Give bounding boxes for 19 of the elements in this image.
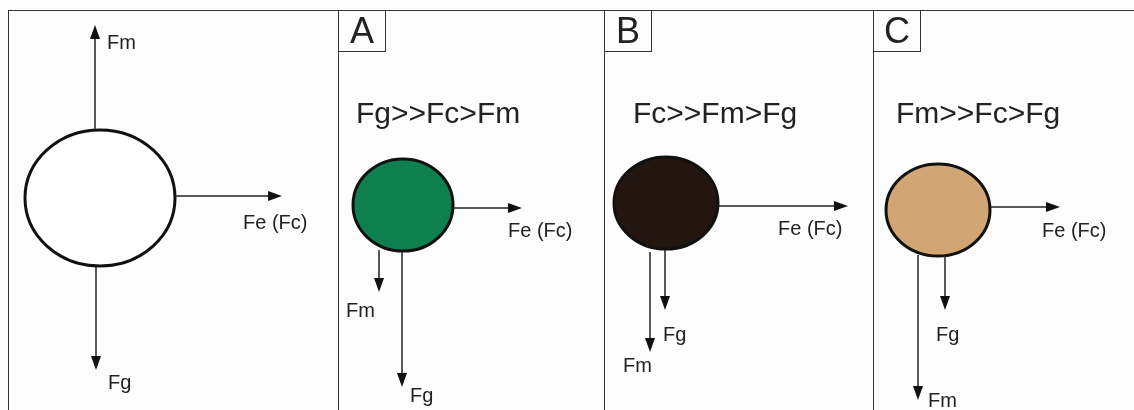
force-label: Fm xyxy=(623,354,652,376)
force-label: Fg xyxy=(936,323,960,345)
force-label: Fm xyxy=(346,299,375,321)
force-label: Fe (Fc) xyxy=(778,217,843,239)
force-label: Fe (Fc) xyxy=(508,219,573,241)
force-label: Fg xyxy=(108,371,132,393)
panel-letter: A xyxy=(338,10,386,52)
panel-letter: B xyxy=(604,10,652,52)
force-label: Fm xyxy=(928,389,957,410)
force-inequality: Fc>>Fm>Fg xyxy=(633,95,798,131)
diagram-panel xyxy=(8,10,339,410)
force-inequality: Fg>>Fc>Fm xyxy=(356,95,521,131)
force-label: Fe (Fc) xyxy=(243,211,308,233)
force-label: Fe (Fc) xyxy=(1042,219,1107,241)
force-label: Fg xyxy=(410,384,434,406)
force-inequality: Fm>>Fc>Fg xyxy=(896,95,1061,131)
panel-letter: C xyxy=(873,10,921,52)
force-label: Fg xyxy=(663,323,687,345)
force-label: Fm xyxy=(107,31,136,53)
